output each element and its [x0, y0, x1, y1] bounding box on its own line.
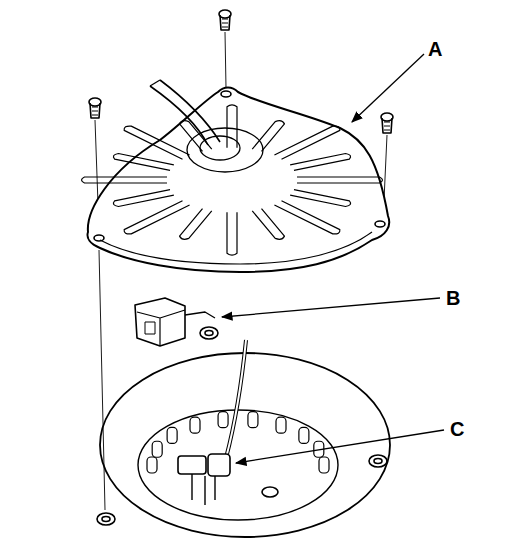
leader-line — [222, 54, 444, 463]
callout-letter: B — [444, 287, 462, 309]
cable — [150, 80, 220, 145]
callout-letter: C — [448, 418, 466, 440]
pump-top — [178, 340, 278, 505]
cover-plate — [88, 88, 390, 273]
connector — [135, 298, 215, 346]
nut — [97, 327, 387, 525]
cover-rib — [82, 105, 383, 255]
retainer-tab — [147, 412, 329, 473]
callout-letter: A — [426, 38, 444, 60]
